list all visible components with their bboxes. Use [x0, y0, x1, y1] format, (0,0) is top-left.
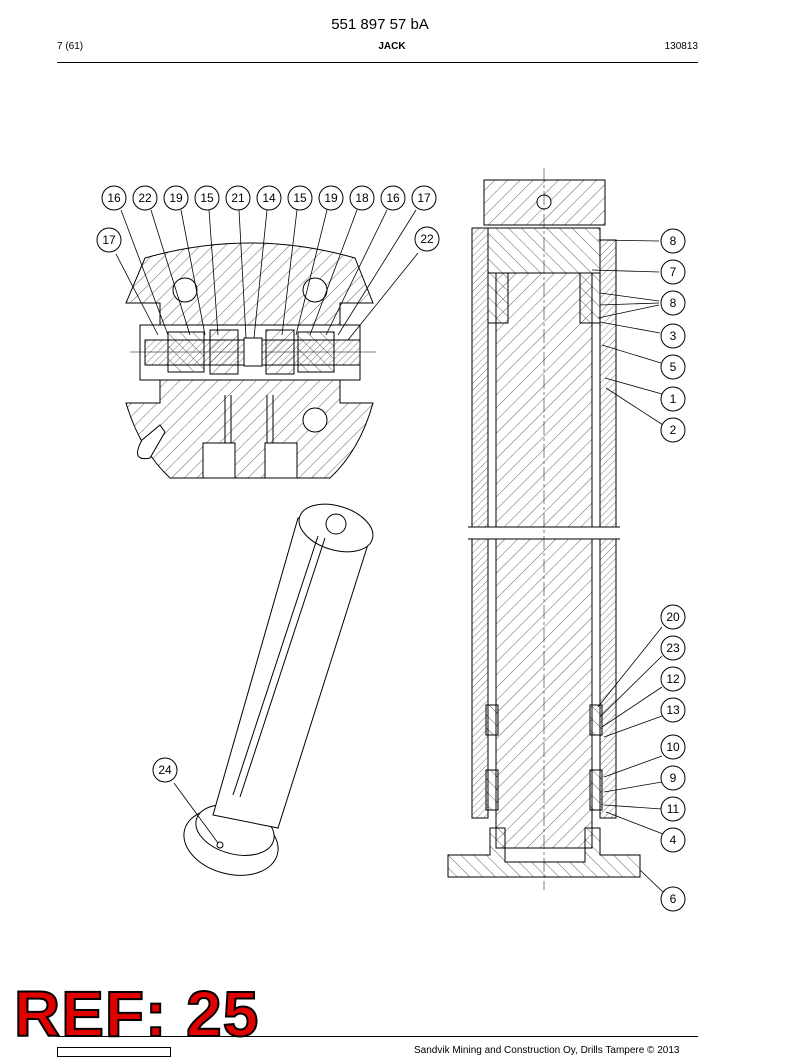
- callout-21: 21: [225, 185, 251, 211]
- callout-19b: 19: [318, 185, 344, 211]
- svg-text:4: 4: [670, 833, 677, 847]
- document-number: 551 897 57 bA: [331, 16, 429, 33]
- svg-text:10: 10: [666, 740, 680, 754]
- callout-16b: 16: [380, 185, 406, 211]
- callout-8a: 8: [660, 228, 686, 254]
- callout-3: 3: [660, 323, 686, 349]
- callout-18: 18: [349, 185, 375, 211]
- svg-text:14: 14: [262, 191, 276, 205]
- callout-9: 9: [660, 765, 686, 791]
- svg-text:23: 23: [666, 641, 680, 655]
- callout-11: 11: [660, 796, 686, 822]
- svg-text:12: 12: [666, 672, 680, 686]
- svg-text:11: 11: [667, 802, 680, 816]
- callout-17b: 17: [96, 227, 122, 253]
- company-logo: [57, 1047, 171, 1057]
- svg-text:24: 24: [158, 763, 172, 777]
- callout-20: 20: [660, 604, 686, 630]
- callout-bubbles: 16 22 19 15 21 14 15 19 18 16 17 17 22 8…: [96, 185, 686, 912]
- svg-text:1: 1: [670, 392, 677, 406]
- callout-6: 6: [660, 886, 686, 912]
- page-number: 7 (61): [57, 41, 84, 52]
- svg-text:22: 22: [138, 191, 152, 205]
- callout-23: 23: [660, 635, 686, 661]
- callout-14: 14: [256, 185, 282, 211]
- svg-text:17: 17: [102, 233, 116, 247]
- callout-4: 4: [660, 827, 686, 853]
- callout-5: 5: [660, 354, 686, 380]
- svg-text:7: 7: [670, 265, 677, 279]
- callout-22b: 22: [414, 226, 440, 252]
- svg-text:15: 15: [200, 191, 214, 205]
- svg-text:21: 21: [231, 191, 245, 205]
- callout-16a: 16: [101, 185, 127, 211]
- svg-text:13: 13: [666, 703, 680, 717]
- cylinder-isometric-view: [183, 503, 374, 876]
- callout-12: 12: [660, 666, 686, 692]
- callout-13: 13: [660, 697, 686, 723]
- leader-lines: [115, 209, 664, 893]
- document-date: 130813: [664, 41, 698, 52]
- callout-22a: 22: [132, 185, 158, 211]
- svg-text:5: 5: [670, 360, 677, 374]
- callout-7: 7: [660, 259, 686, 285]
- svg-text:9: 9: [670, 771, 677, 785]
- cylinder-section-view: [447, 168, 641, 890]
- svg-text:2: 2: [670, 423, 677, 437]
- page-title: JACK: [378, 41, 406, 52]
- footer-copyright: Sandvik Mining and Construction Oy, Dril…: [414, 1045, 680, 1056]
- callout-1: 1: [660, 386, 686, 412]
- footer-rule: [57, 1036, 698, 1037]
- svg-text:19: 19: [324, 191, 338, 205]
- svg-text:18: 18: [355, 191, 369, 205]
- header-rule: [57, 62, 698, 63]
- svg-text:16: 16: [107, 191, 121, 205]
- svg-text:17: 17: [417, 191, 431, 205]
- svg-text:20: 20: [666, 610, 680, 624]
- svg-text:16: 16: [386, 191, 400, 205]
- svg-text:8: 8: [670, 234, 677, 248]
- callout-2: 2: [660, 417, 686, 443]
- callout-24: 24: [152, 757, 178, 783]
- callout-15b: 15: [287, 185, 313, 211]
- svg-text:19: 19: [169, 191, 183, 205]
- callout-19a: 19: [163, 185, 189, 211]
- valve-section-view: [125, 242, 376, 479]
- svg-text:22: 22: [420, 232, 434, 246]
- callout-17a: 17: [411, 185, 437, 211]
- svg-text:8: 8: [670, 296, 677, 310]
- svg-text:6: 6: [670, 892, 677, 906]
- callout-10: 10: [660, 734, 686, 760]
- svg-text:15: 15: [293, 191, 307, 205]
- callout-15a: 15: [194, 185, 220, 211]
- callout-8b: 8: [660, 290, 686, 316]
- svg-text:3: 3: [670, 329, 677, 343]
